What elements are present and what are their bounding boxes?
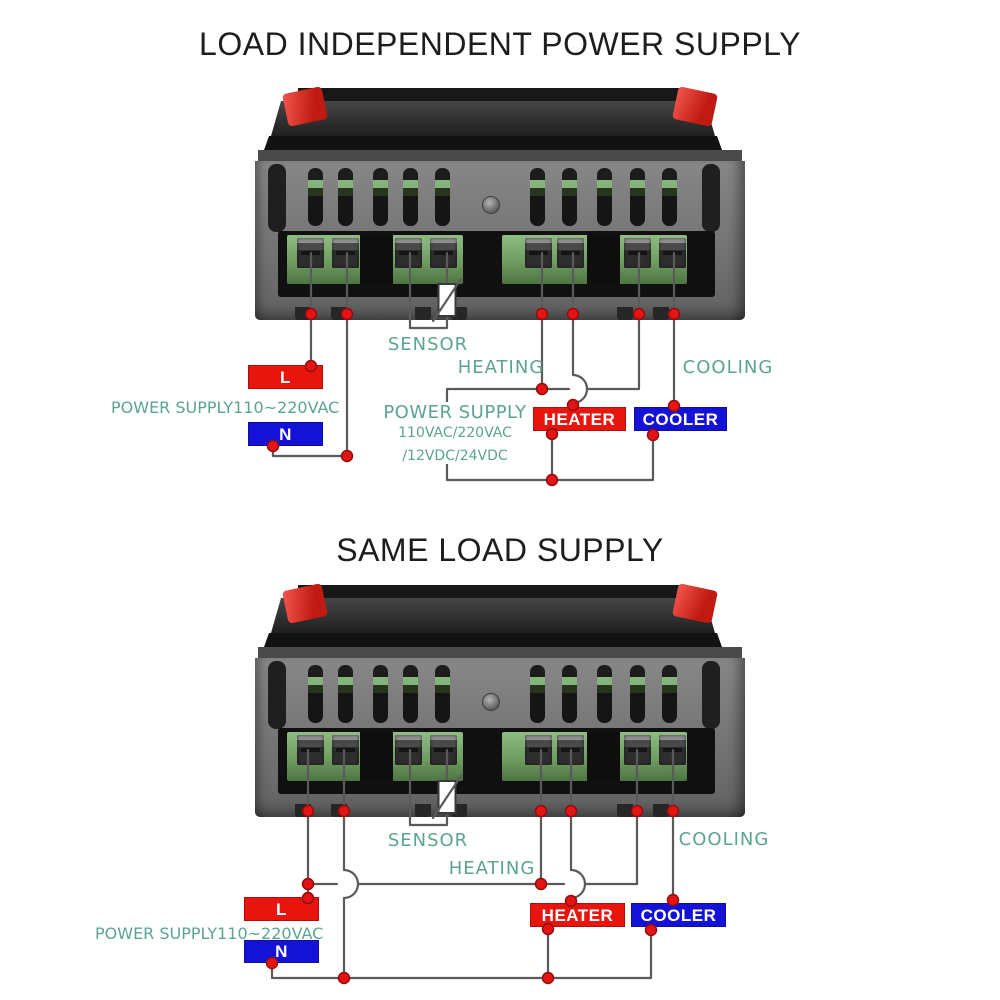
temperature-controller-rear-view	[255, 583, 745, 817]
din-notch	[617, 307, 633, 320]
vent-slot	[435, 168, 450, 226]
vent-slot	[308, 665, 323, 723]
vent-slot	[530, 665, 545, 723]
vent-slot	[630, 665, 645, 723]
din-notch	[415, 804, 431, 817]
side-vent-left	[268, 164, 286, 232]
vent-slot	[662, 168, 677, 226]
neutral-box: N	[244, 940, 319, 963]
terminal-block-gap	[587, 235, 620, 284]
case-screw	[482, 693, 500, 711]
front-bezel-band	[271, 101, 715, 136]
cooler-box: COOLER	[634, 407, 727, 431]
din-notch	[331, 804, 347, 817]
load-supply-line3: /12VDC/24VDC	[402, 448, 508, 464]
din-notch	[653, 307, 669, 320]
terminal-screw	[659, 735, 686, 765]
vent-slot	[662, 665, 677, 723]
vent-slot	[597, 168, 612, 226]
vent-slot	[338, 168, 353, 226]
terminal-block-gap	[587, 732, 620, 781]
cooling-label: COOLING	[678, 829, 770, 850]
vent-slot	[373, 665, 388, 723]
din-notch	[653, 804, 669, 817]
terminal-block-gap	[360, 732, 393, 781]
sensor-label: SENSOR	[387, 830, 469, 851]
heater-box: HEATER	[533, 407, 626, 431]
cooling-label: COOLING	[682, 357, 774, 378]
terminal-screw	[557, 735, 584, 765]
heating-label: HEATING	[448, 858, 536, 879]
terminal-block-gap	[360, 235, 393, 284]
bezel-shadow-band	[264, 136, 722, 150]
din-notch	[415, 307, 431, 320]
terminal-screw	[624, 735, 651, 765]
terminal-screw	[557, 238, 584, 268]
side-vent-right	[702, 661, 720, 729]
din-notch	[295, 804, 311, 817]
terminal-screw	[297, 735, 324, 765]
vent-slot	[435, 665, 450, 723]
terminal-screw	[430, 735, 457, 765]
mains-supply-label: POWER SUPPLY110~220VAC	[95, 924, 324, 943]
terminal-screw	[624, 238, 651, 268]
side-vent-left	[268, 661, 286, 729]
terminal-screw	[395, 735, 422, 765]
vent-slot	[562, 665, 577, 723]
live-box: L	[244, 897, 319, 921]
vent-slot	[308, 168, 323, 226]
live-box: L	[248, 365, 323, 389]
terminal-screw	[659, 238, 686, 268]
diagram2-title: SAME LOAD SUPPLY	[336, 532, 664, 568]
din-notch	[617, 804, 633, 817]
cooler-box: COOLER	[631, 903, 726, 927]
side-vent-right	[702, 164, 720, 232]
sensor-label: SENSOR	[387, 334, 469, 355]
vent-slot	[373, 168, 388, 226]
front-bezel-band	[271, 598, 715, 633]
terminal-screw	[297, 238, 324, 268]
heating-label: HEATING	[457, 357, 545, 378]
heater-box: HEATER	[530, 903, 625, 927]
vent-slot	[530, 168, 545, 226]
load-supply-line1: POWER SUPPLY	[383, 402, 527, 423]
vent-slot	[562, 168, 577, 226]
terminal-screw	[395, 238, 422, 268]
front-panel-edge	[298, 88, 688, 102]
mains-supply-label: POWER SUPPLY110~220VAC	[111, 398, 340, 417]
bezel-shadow-band	[264, 633, 722, 647]
terminal-screw	[525, 238, 552, 268]
vent-slot	[630, 168, 645, 226]
vent-slot	[338, 665, 353, 723]
load-supply-label: POWER SUPPLY 110VAC/220VAC /12VDC/24VDC	[380, 402, 530, 464]
din-notch	[451, 307, 467, 320]
front-panel-edge	[298, 585, 688, 599]
din-notch	[451, 804, 467, 817]
temperature-controller-rear-view	[255, 86, 745, 320]
vent-slot	[597, 665, 612, 723]
diagram1-title: LOAD INDEPENDENT POWER SUPPLY	[199, 26, 801, 62]
vent-slot	[403, 168, 418, 226]
terminal-screw	[332, 735, 359, 765]
terminal-screw	[430, 238, 457, 268]
case-screw	[482, 196, 500, 214]
din-notch	[295, 307, 311, 320]
din-notch	[331, 307, 347, 320]
terminal-screw	[332, 238, 359, 268]
neutral-box: N	[248, 422, 323, 446]
vent-slot	[403, 665, 418, 723]
load-supply-line2: 110VAC/220VAC	[398, 425, 512, 441]
terminal-screw	[525, 735, 552, 765]
